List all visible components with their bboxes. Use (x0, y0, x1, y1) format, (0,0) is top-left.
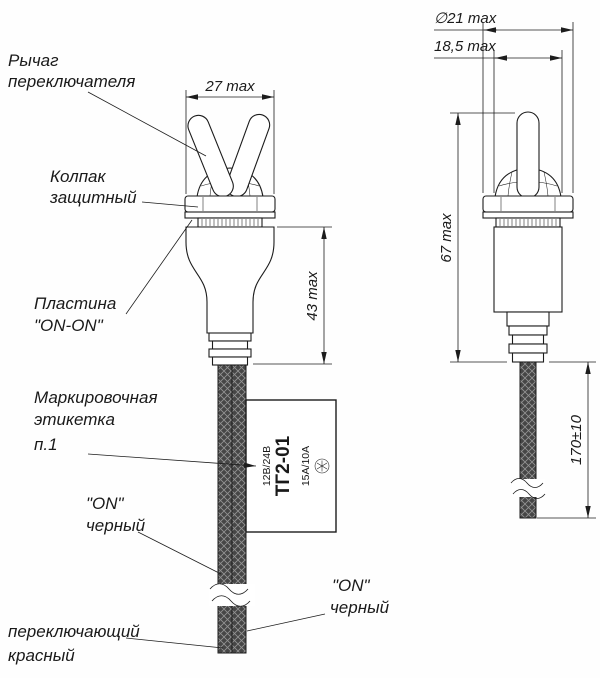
tag-model: ТГ2-01 (273, 435, 294, 496)
front-view: 12В/24В ТГ2-01 15А/10А 27 max 43 max (184, 78, 337, 654)
on-on-plate-side (482, 211, 574, 219)
dimension-lever-travel: 27 max (185, 78, 275, 194)
mounting-nut (184, 195, 276, 213)
dimension-wire-length: 170±10 (537, 361, 596, 519)
dimension-body-height: 43 max (253, 226, 332, 365)
leader-lines (87, 91, 326, 649)
leader-plate (125, 219, 193, 315)
tag-current: 15А/10А (300, 446, 312, 486)
strain-relief (208, 332, 252, 366)
toggle-lever-side (516, 111, 540, 199)
label-lever-line2: переключателя (8, 72, 135, 91)
threaded-bushing (197, 217, 263, 228)
side-view: ∅21 max 18,5 max 67 max 170±10 (434, 10, 596, 519)
label-plate-line1: Пластина (34, 294, 116, 313)
leader-on-left (137, 531, 222, 575)
dim-bushing-width-text: 18,5 max (434, 38, 496, 55)
body-neck-side (506, 311, 550, 327)
wire-break-side (510, 478, 546, 499)
wire-left (217, 364, 233, 654)
label-on-left-line2: черный (86, 516, 146, 535)
leader-marking (87, 453, 257, 468)
switch-body (185, 226, 275, 334)
leader-cap (141, 201, 199, 208)
dimension-cap-diameter: ∅21 max (434, 10, 574, 193)
dim-total-height-text: 67 max (438, 213, 455, 263)
label-marking-line3: п.1 (34, 435, 58, 454)
label-cap-line2: защитный (49, 188, 137, 207)
label-cap-line1: Колпак (50, 167, 106, 186)
label-on-left-line1: "ON" (86, 494, 125, 513)
dimension-total-height: 67 max (438, 112, 515, 363)
certification-mark-icon (314, 458, 330, 474)
label-on-right-line2: черный (330, 598, 390, 617)
label-marking-line1: Маркировочная (34, 388, 158, 407)
tag-voltage: 12В/24В (261, 446, 273, 486)
dim-wire-length-text: 170±10 (568, 414, 585, 465)
switch-body-side (493, 226, 563, 313)
label-switching-line2: красный (8, 646, 75, 665)
wire-right (231, 364, 247, 654)
dim-body-height-text: 43 max (304, 271, 321, 321)
marking-tag: 12В/24В ТГ2-01 15А/10А (245, 399, 337, 533)
wire-break (209, 583, 255, 607)
label-lever-line1: Рычаг (8, 51, 59, 70)
leader-switching (125, 637, 224, 649)
dim-cap-diameter-text: ∅21 max (434, 10, 497, 27)
leader-lever (87, 91, 207, 157)
leader-on-right (246, 613, 326, 632)
strain-relief-side (508, 325, 548, 363)
callout-texts: Рычаг переключателя Колпак защитный Плас… (8, 51, 390, 665)
label-on-right-line1: "ON" (332, 576, 371, 595)
label-marking-line2: этикетка (34, 410, 115, 429)
label-switching-line1: переключающий (8, 622, 140, 641)
dim-lever-travel-text: 27 max (204, 78, 255, 95)
mounting-nut-side (482, 195, 574, 213)
threaded-bushing-side (495, 217, 561, 228)
wire-bundle (217, 364, 247, 654)
on-on-plate (184, 211, 276, 219)
label-plate-line2: "ON-ON" (34, 316, 104, 335)
dimension-bushing-width: 18,5 max (434, 38, 563, 193)
